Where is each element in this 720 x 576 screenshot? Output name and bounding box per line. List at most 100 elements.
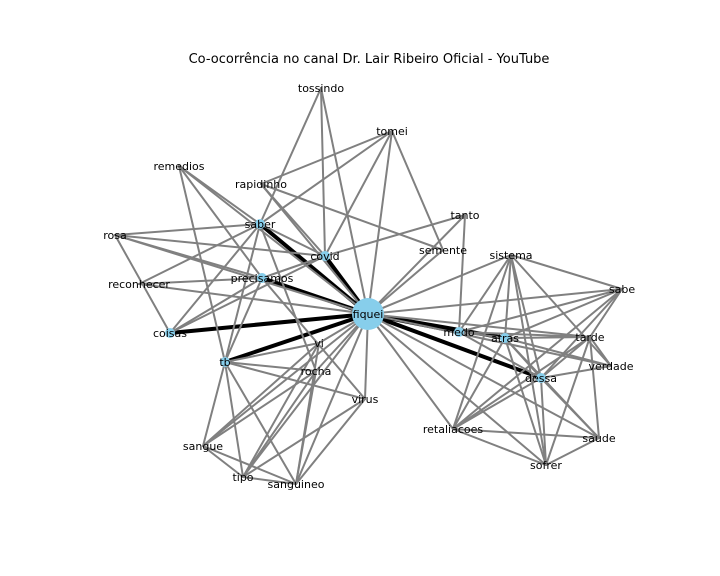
edge-dessa-retaliacoes bbox=[452, 377, 542, 430]
label-layer: fiqueitossindotomeiremediosrapidinhosabe… bbox=[103, 82, 635, 491]
edge-medo-tarde bbox=[458, 331, 591, 338]
edge-tarde-sofrer bbox=[545, 336, 591, 466]
node-label-tossindo: tossindo bbox=[298, 82, 345, 95]
edge-saber-covid bbox=[259, 223, 326, 257]
edge-sistema-sabe bbox=[510, 254, 623, 290]
edge-sangue-tipo bbox=[202, 445, 244, 478]
node-label-sabe: sabe bbox=[609, 283, 635, 296]
edge-precisamos-tb bbox=[224, 277, 263, 363]
edge-virus-tipo bbox=[242, 398, 366, 478]
edge-sistema-dessa bbox=[510, 254, 542, 379]
edge-fiquei-tossindo bbox=[320, 87, 369, 315]
edge-sistema-verdade bbox=[510, 254, 612, 367]
edge-tb-rocha bbox=[224, 361, 317, 372]
edge-tarde-dessa bbox=[540, 336, 591, 379]
node-label-coisas: coisas bbox=[153, 327, 187, 340]
node-label-tomei: tomei bbox=[376, 125, 408, 138]
edge-remedios-precisamos bbox=[178, 165, 263, 279]
edge-fiquei-sanguineo bbox=[295, 313, 369, 485]
edge-tarde-saude bbox=[589, 336, 600, 439]
edge-remedios-saber bbox=[178, 165, 261, 225]
edge-fiquei-remedios bbox=[178, 165, 369, 315]
node-label-verdade: verdade bbox=[588, 360, 633, 373]
node-label-precisamos: precisamos bbox=[231, 272, 294, 285]
edge-tanto-covid bbox=[324, 214, 466, 257]
edge-fiquei-retaliacoes bbox=[367, 313, 454, 430]
edge-precisamos-covid bbox=[261, 255, 326, 279]
edge-fiquei-tb bbox=[223, 312, 370, 364]
edge-tanto-medo bbox=[458, 214, 466, 333]
edge-vi-sangue bbox=[202, 342, 320, 447]
edge-saber-tb bbox=[224, 223, 261, 363]
edge-fiquei-tanto bbox=[367, 214, 466, 315]
edge-sistema-medo bbox=[458, 254, 512, 333]
edge-precisamos-reconhecer bbox=[138, 277, 263, 285]
node-label-semente: semente bbox=[419, 244, 467, 257]
edge-retaliacoes-sofrer bbox=[452, 428, 547, 466]
edge-atras-verdade bbox=[504, 337, 612, 367]
node-label-sistema: sistema bbox=[489, 249, 532, 262]
edge-sabe-tarde bbox=[589, 288, 623, 338]
edge-remedios-tb bbox=[178, 165, 226, 363]
node-label-sanguineo: sanguineo bbox=[268, 478, 325, 491]
edge-coisas-covid bbox=[169, 255, 326, 334]
node-label-tb: tb bbox=[219, 356, 230, 369]
edge-tb-virus bbox=[224, 361, 366, 400]
node-label-atras: atras bbox=[491, 332, 519, 345]
edge-fiquei-coisas bbox=[168, 312, 370, 335]
node-saber bbox=[255, 219, 265, 229]
edge-rosa-precisamos bbox=[114, 234, 263, 279]
edge-rapidinho-semente bbox=[260, 183, 444, 251]
edge-tb-vi bbox=[224, 342, 320, 363]
edge-fiquei-sofrer bbox=[367, 313, 547, 466]
edge-tomei-semente bbox=[391, 130, 444, 251]
edge-tomei-covid bbox=[324, 130, 393, 257]
edge-sistema-sofrer bbox=[510, 254, 547, 466]
edge-rosa-saber bbox=[114, 223, 261, 236]
edge-precisamos-coisas bbox=[169, 277, 263, 334]
node-label-covid: covid bbox=[310, 250, 339, 263]
edge-fiquei-tarde bbox=[367, 313, 591, 338]
edge-saude-sofrer bbox=[545, 437, 600, 466]
edge-virus-sanguineo bbox=[295, 398, 366, 485]
node-label-fiquei: fiquei bbox=[353, 308, 384, 321]
node-coisas bbox=[165, 328, 175, 338]
edge-tarde-verdade bbox=[589, 336, 612, 367]
edge-rosa-covid bbox=[114, 234, 326, 257]
edge-saber-coisas bbox=[169, 223, 261, 334]
node-label-rapidinho: rapidinho bbox=[235, 178, 287, 191]
edge-sabe-retaliacoes bbox=[452, 288, 623, 430]
edge-sistema-retaliacoes bbox=[452, 254, 512, 430]
node-label-reconhecer: reconhecer bbox=[108, 278, 170, 291]
node-label-retaliacoes: retaliacoes bbox=[423, 423, 484, 436]
edge-saber-reconhecer bbox=[138, 223, 261, 285]
edge-sabe-atras bbox=[504, 288, 623, 339]
node-label-sangue: sangue bbox=[183, 440, 223, 453]
node-label-tarde: tarde bbox=[575, 331, 604, 344]
node-medo bbox=[454, 327, 464, 337]
node-label-saude: saude bbox=[582, 432, 615, 445]
node-fiquei bbox=[352, 298, 384, 330]
node-layer bbox=[165, 219, 546, 383]
node-label-saber: saber bbox=[245, 218, 276, 231]
node-label-sofrer: sofrer bbox=[530, 459, 562, 472]
edge-rapidinho-covid bbox=[260, 183, 326, 257]
edge-rocha-sangue bbox=[202, 370, 317, 447]
figure-title: Co-ocorrência no canal Dr. Lair Ribeiro … bbox=[189, 52, 550, 67]
edge-fiquei-tipo bbox=[242, 313, 369, 478]
edge-fiquei-sangue bbox=[202, 313, 369, 447]
edge-tomei-rapidinho bbox=[260, 130, 393, 185]
node-label-dessa: dessa bbox=[525, 372, 557, 385]
node-atras bbox=[500, 333, 510, 343]
edge-dessa-saude bbox=[540, 377, 600, 439]
edge-atras-tarde bbox=[504, 336, 591, 339]
edge-rocha-sanguineo bbox=[295, 370, 317, 485]
edge-tossindo-saber bbox=[259, 87, 322, 225]
edge-tarde-retaliacoes bbox=[452, 336, 591, 430]
edge-atras-retaliacoes bbox=[452, 337, 506, 430]
node-label-rosa: rosa bbox=[103, 229, 126, 242]
node-label-medo: medo bbox=[443, 326, 474, 339]
edge-fiquei-sistema bbox=[367, 254, 512, 315]
edge-sangue-sanguineo bbox=[202, 445, 297, 485]
